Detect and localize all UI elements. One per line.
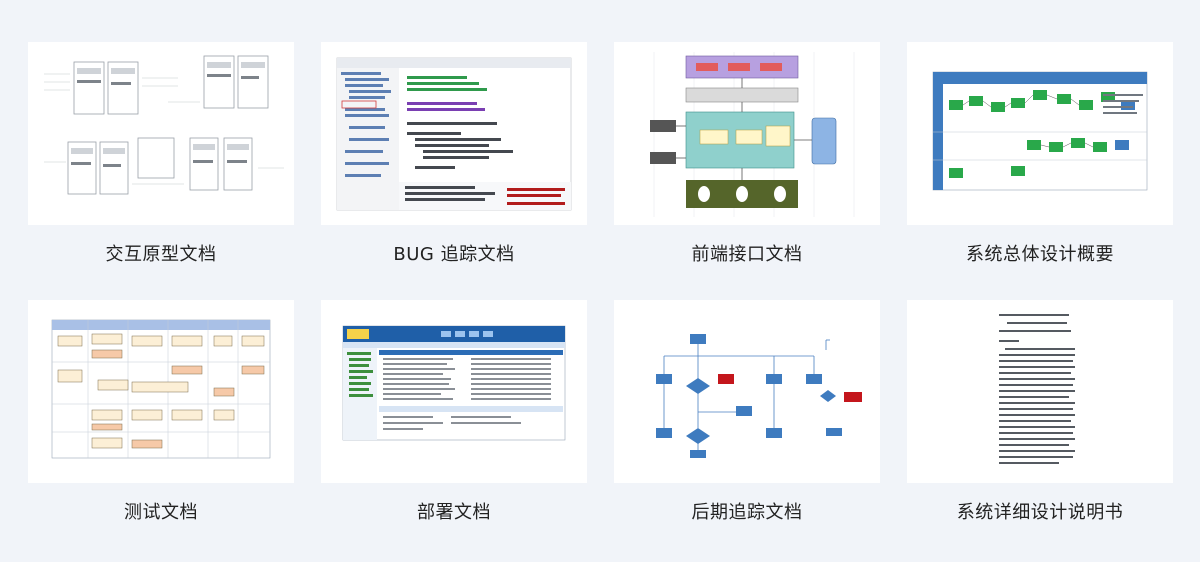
doc-card-title: 后期追踪文档 (691, 502, 803, 523)
doc-card-deployment[interactable]: 部署文档 (321, 300, 587, 523)
doc-card-title: 测试文档 (124, 502, 198, 523)
doc-card-testing[interactable]: 测试文档 (28, 300, 294, 523)
doc-card-interaction-prototype[interactable]: 交互原型文档 (28, 42, 294, 265)
doc-card-bug-tracking[interactable]: BUG 追踪文档 (321, 42, 587, 265)
doc-card-post-tracking[interactable]: 后期追踪文档 (614, 300, 880, 523)
doc-card-title: 前端接口文档 (691, 244, 803, 265)
doc-card-detailed-design[interactable]: 系统详细设计说明书 (907, 300, 1173, 523)
doc-card-title: 系统详细设计说明书 (956, 502, 1124, 523)
doc-card-system-overview[interactable]: 系统总体设计概要 (907, 42, 1173, 265)
doc-thumbnail-admin-app (321, 300, 587, 483)
doc-thumbnail-wireframe (28, 42, 294, 225)
doc-thumbnail-flowchart (614, 300, 880, 483)
doc-thumbnail-architecture (614, 42, 880, 225)
doc-thumbnail-swimlane (907, 42, 1173, 225)
doc-card-title: 交互原型文档 (105, 244, 217, 265)
doc-card-title: 系统总体设计概要 (966, 244, 1114, 265)
doc-thumbnail-text-document (907, 300, 1173, 483)
doc-card-frontend-api[interactable]: 前端接口文档 (614, 42, 880, 265)
doc-card-title: 部署文档 (417, 502, 491, 523)
doc-card-title: BUG 追踪文档 (393, 244, 515, 265)
doc-thumbnail-process-table (28, 300, 294, 483)
doc-thumbnail-code-ide (321, 42, 587, 225)
